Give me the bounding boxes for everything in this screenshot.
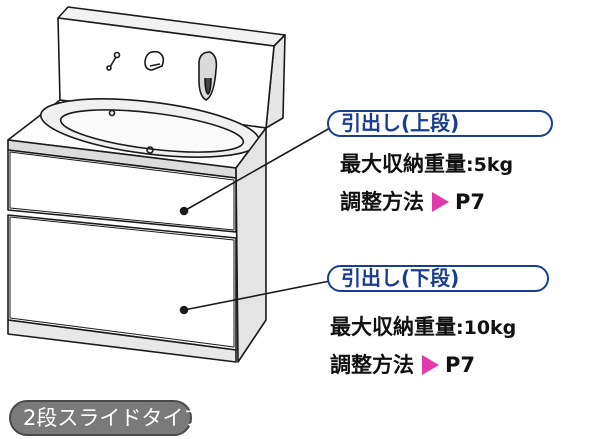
arrow-right-icon bbox=[432, 192, 449, 212]
arrow-right-icon bbox=[422, 355, 439, 375]
max-weight-label: 最大収納重量 bbox=[330, 315, 456, 339]
upper-drawer-adjust: 調整方法 P7 bbox=[340, 189, 485, 215]
adjust-method-label: 調整方法 bbox=[340, 190, 424, 214]
page-reference: P7 bbox=[455, 190, 486, 214]
lower-drawer-max-weight: 最大収納重量:10kg bbox=[330, 314, 516, 341]
max-weight-label: 最大収納重量 bbox=[340, 152, 466, 176]
upper-drawer-max-weight: 最大収納重量:5kg bbox=[340, 151, 513, 178]
adjust-method-label: 調整方法 bbox=[330, 353, 414, 377]
max-weight-value: :5kg bbox=[466, 154, 514, 176]
max-weight-value: :10kg bbox=[456, 317, 517, 339]
lower-drawer-callout: 引出し(下段) bbox=[327, 265, 549, 292]
upper-drawer-callout: 引出し(上段) bbox=[327, 110, 553, 137]
lower-drawer-adjust: 調整方法 P7 bbox=[330, 352, 475, 378]
type-badge: 2段スライドタイプ bbox=[9, 400, 204, 436]
page-reference: P7 bbox=[445, 353, 476, 377]
